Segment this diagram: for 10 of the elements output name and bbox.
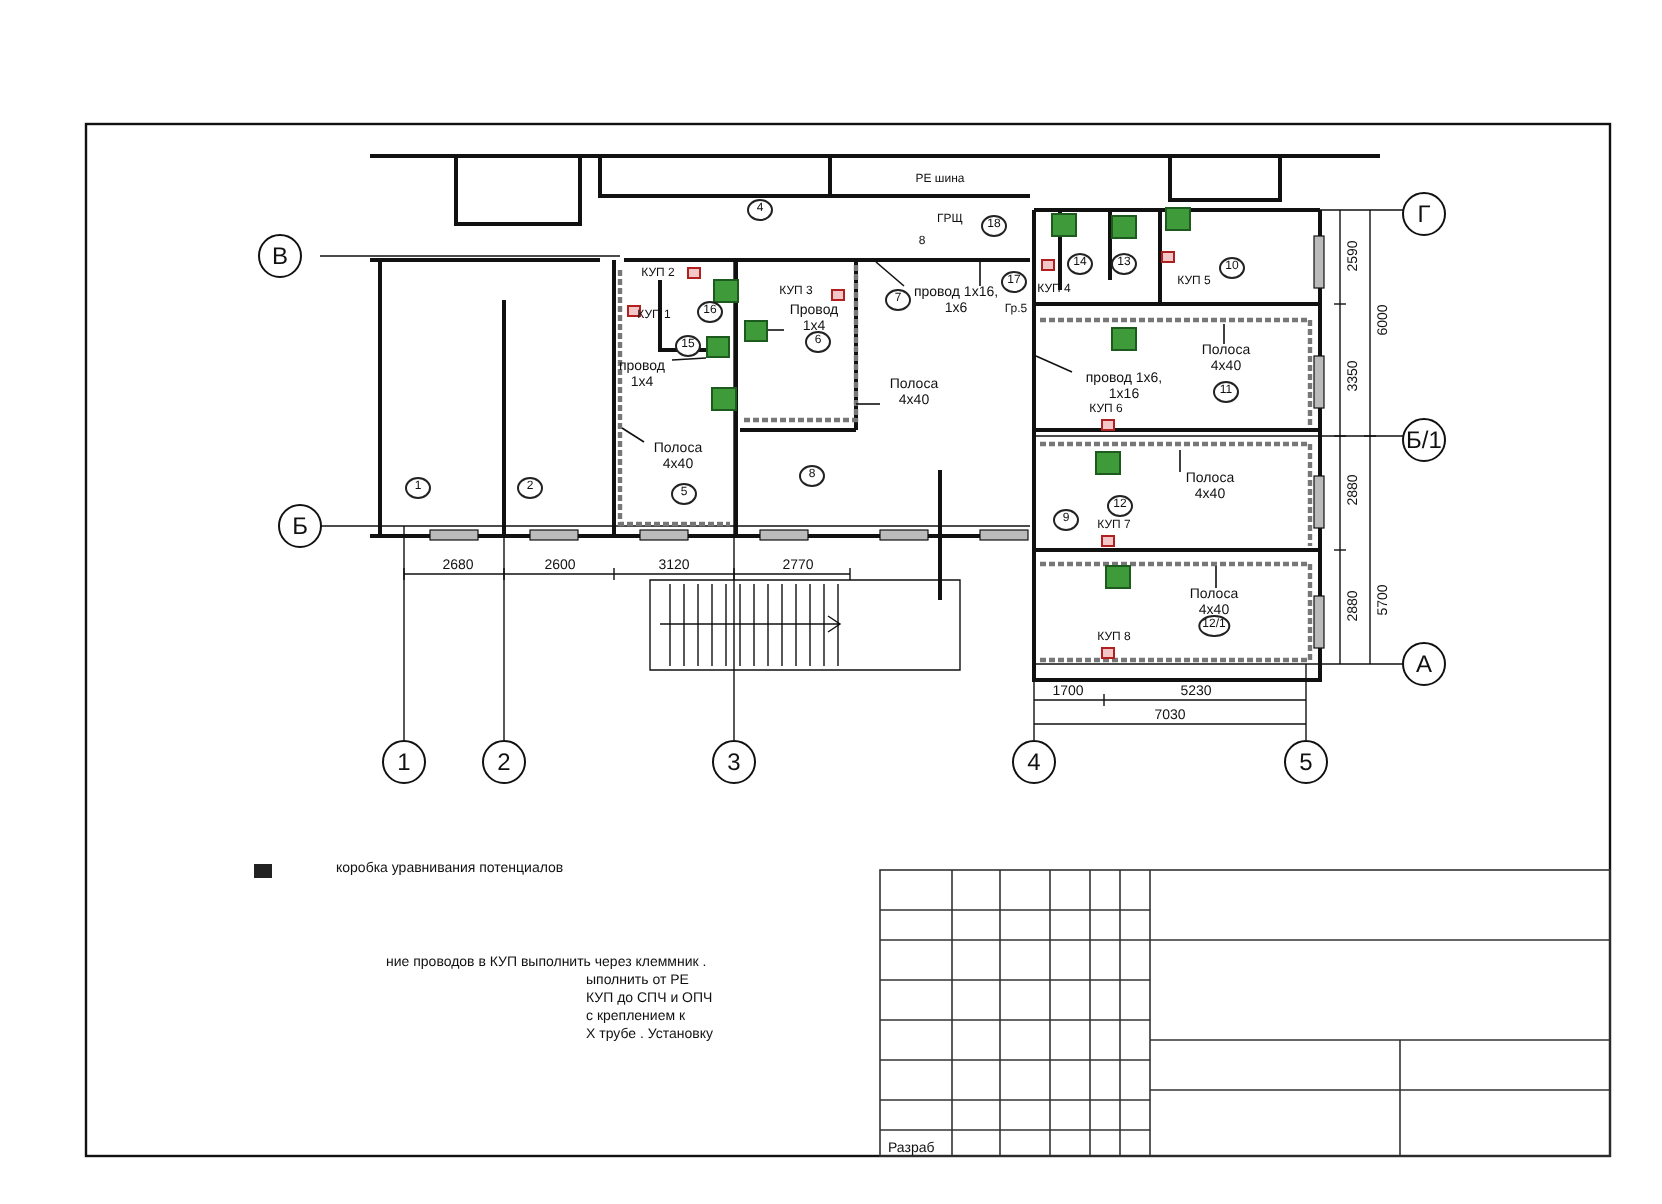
axis-bubble: В — [258, 234, 302, 278]
axis-bubble: Б — [278, 504, 322, 548]
axis-bubble: 4 — [1012, 740, 1056, 784]
axis-bubble: 3 — [712, 740, 756, 784]
axis-bubble: 5 — [1284, 740, 1328, 784]
axis-bubble: 2 — [482, 740, 526, 784]
axis-bubble: Б/1 — [1402, 418, 1446, 462]
axis-bubble: Г — [1402, 192, 1446, 236]
axis-bubble: А — [1402, 642, 1446, 686]
axis-bubble: 1 — [382, 740, 426, 784]
